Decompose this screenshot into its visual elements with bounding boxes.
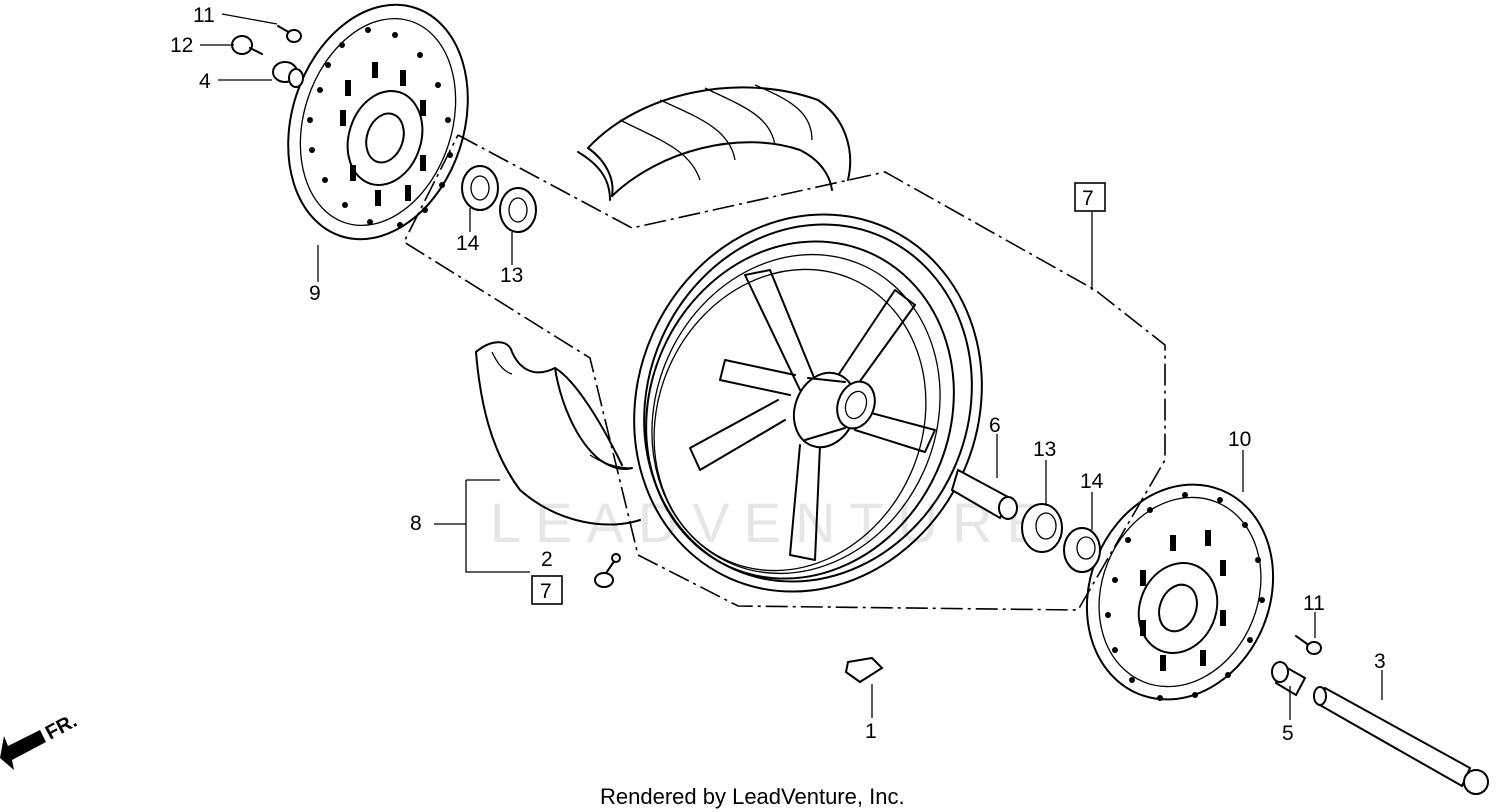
leader-lines — [200, 13, 1383, 720]
axle-3 — [1313, 686, 1489, 795]
callout-4: 4 — [199, 70, 211, 93]
bearing-13-right — [1021, 503, 1063, 553]
callout-box-7-top — [1074, 182, 1106, 212]
callout-12: 12 — [170, 34, 193, 57]
callout-11-top: 11 — [193, 4, 215, 27]
callout-13-left: 13 — [500, 264, 523, 287]
footer-credit: Rendered by LeadVenture, Inc. — [600, 784, 905, 809]
collar-5 — [1271, 661, 1307, 697]
callout-14-left: 14 — [456, 232, 480, 255]
bearing-13-left — [499, 187, 537, 233]
wheel-spokes — [689, 269, 936, 561]
callout-8: 8 — [410, 512, 422, 535]
callout-2: 2 — [541, 548, 553, 571]
callout-9: 9 — [309, 282, 321, 305]
bearing-14-right — [1063, 527, 1101, 573]
callout-14-right: 14 — [1080, 470, 1104, 493]
callout-11-bottom: 11 — [1303, 592, 1325, 615]
callout-box-7-bottom — [531, 575, 563, 605]
tire-lower — [475, 341, 641, 526]
callout-13-right: 13 — [1033, 438, 1056, 461]
wheel-hub — [792, 371, 876, 449]
disc-right-holes — [1105, 492, 1265, 701]
spacer-6 — [950, 468, 1018, 520]
callout-6: 6 — [989, 414, 1001, 437]
brake-disc-left — [287, 3, 469, 241]
direction-label: FR. — [42, 710, 81, 745]
callout-7-bottom: 7 — [540, 580, 552, 603]
front-direction-arrow: FR. — [0, 710, 81, 770]
collar-4 — [272, 61, 304, 88]
arrow-left-icon — [0, 730, 46, 770]
tire-upper — [577, 84, 852, 201]
nut-12 — [231, 35, 263, 55]
callout-10: 10 — [1228, 428, 1251, 451]
callout-3: 3 — [1374, 650, 1386, 673]
callout-7-top: 7 — [1082, 187, 1094, 210]
callout-5: 5 — [1282, 722, 1294, 745]
assembly-outline — [402, 134, 1166, 611]
bolt-11-bottom — [1295, 635, 1322, 655]
brake-disc-right — [1085, 483, 1275, 701]
disc-left-holes — [307, 27, 453, 228]
bolt-11-top — [277, 25, 302, 43]
wheel-rim — [633, 213, 983, 593]
bearing-14-left — [461, 165, 499, 211]
callout-1: 1 — [865, 720, 877, 743]
valve-2 — [594, 553, 621, 588]
weight-1 — [844, 656, 884, 684]
